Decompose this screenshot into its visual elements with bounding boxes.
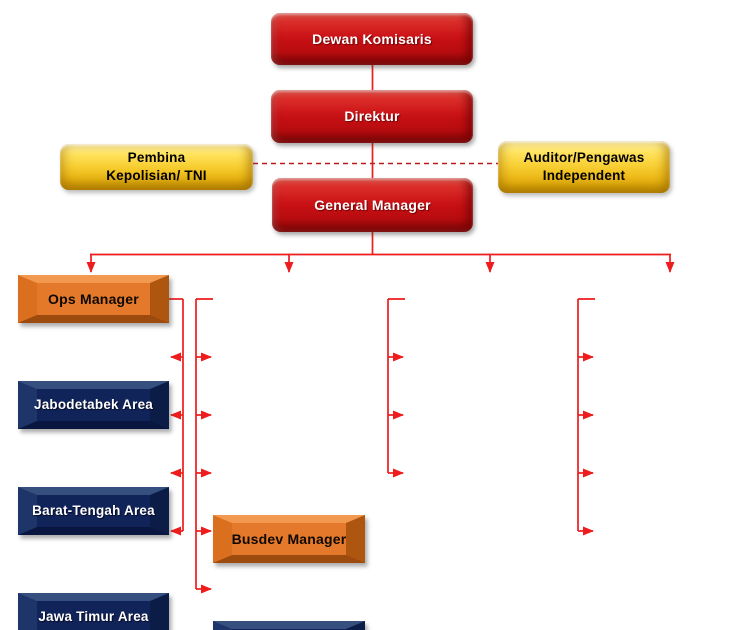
- label-pembina-line1: Pembina: [127, 150, 186, 166]
- label-pembina-kepolisian-tni: Pembina Kepolisian/ TNI: [106, 149, 207, 184]
- label-jabodetabek-area: Jabodetabek Area: [34, 397, 153, 413]
- box-busdev-manager: Busdev Manager: [213, 515, 365, 563]
- box-ops-manager: Ops Manager: [18, 275, 169, 323]
- label-direktur: Direktur: [344, 108, 400, 125]
- box-dewan-komisaris: Dewan Komisaris: [271, 13, 473, 65]
- box-barat-tengah-area-col1: Barat-Tengah Area: [18, 487, 169, 535]
- label-barat-tengah-area: Barat-Tengah Area: [32, 503, 155, 519]
- box-jawa-timur-area-col1: Jawa Timur Area: [18, 593, 169, 630]
- label-auditor-line2: Independent: [542, 168, 626, 183]
- label-busdev-manager: Busdev Manager: [231, 530, 347, 547]
- label-auditor-pengawas-independent: Auditor/Pengawas Independent: [524, 149, 645, 184]
- box-jabodetabek-area-col1: Jabodetabek Area: [18, 381, 169, 429]
- label-jawa-timur-area: Jawa Timur Area: [38, 609, 149, 625]
- box-direktur: Direktur: [271, 90, 473, 143]
- label-dewan-komisaris: Dewan Komisaris: [312, 30, 432, 47]
- label-jabodetabek-area: Jabodetabek Area: [213, 621, 365, 630]
- label-pembina-line2: Kepolisian/ TNI: [106, 168, 207, 183]
- box-jabodetabek-area-col2: Jabodetabek Area: [213, 621, 365, 630]
- label-general-manager: General Manager: [314, 196, 431, 213]
- box-auditor-pengawas-independent: Auditor/Pengawas Independent: [498, 141, 670, 193]
- box-general-manager: General Manager: [272, 178, 473, 232]
- label-auditor-line1: Auditor/Pengawas: [523, 150, 645, 166]
- label-ops-manager: Ops Manager: [48, 290, 139, 307]
- box-pembina-kepolisian-tni: Pembina Kepolisian/ TNI: [60, 144, 253, 190]
